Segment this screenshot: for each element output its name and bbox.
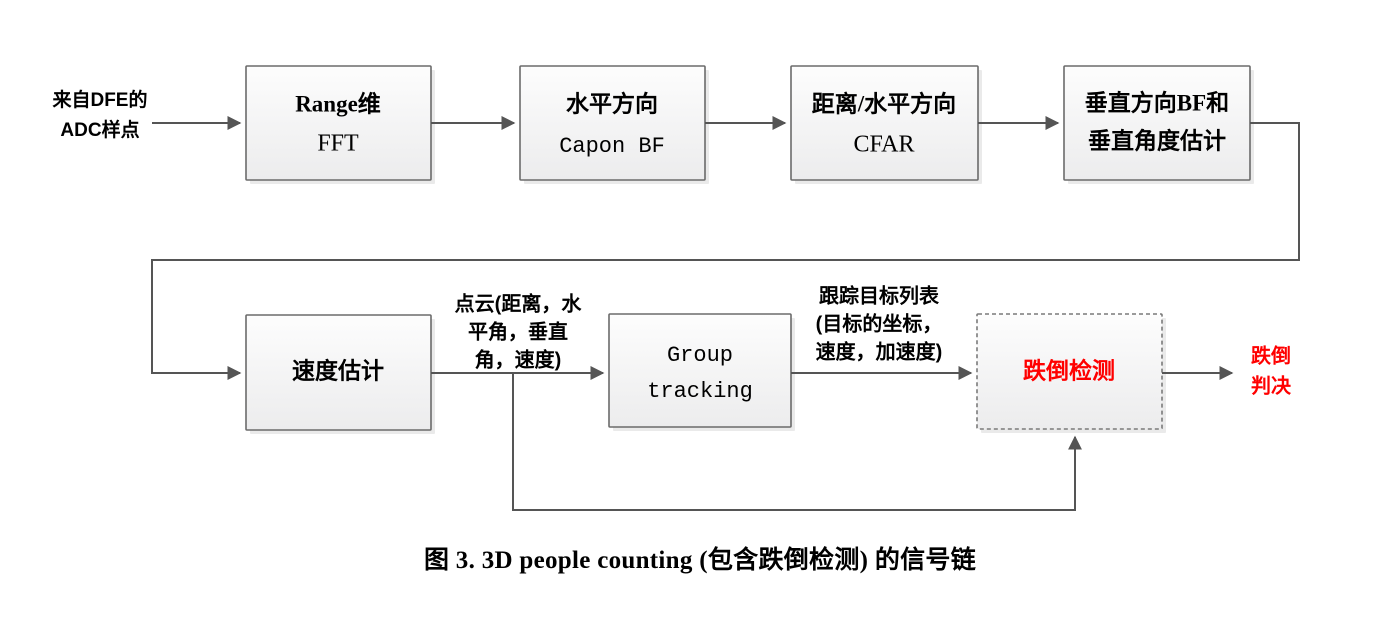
- output-fall-decision-label: 跌倒 判决: [1251, 343, 1292, 397]
- edge-label-track-list-line1: 跟踪目标列表: [819, 283, 940, 307]
- block-elevation-bf-label-line1: 垂直方向BF和: [1085, 89, 1229, 115]
- block-range-fft-label-line2: FFT: [317, 131, 359, 157]
- block-group-tracking-label-line1: Group: [667, 343, 733, 368]
- block-group-tracking[interactable]: Group tracking: [608, 313, 795, 431]
- block-range-azimuth-cfar-label-line2: CFAR: [854, 132, 915, 158]
- block-azimuth-capon-bf[interactable]: 水平方向 Capon BF: [519, 65, 709, 184]
- edge-label-point-cloud-line2: 平角，垂直: [468, 319, 568, 343]
- block-range-fft-rect[interactable]: [245, 65, 432, 181]
- edge-label-point-cloud-line3: 角，速度): [475, 347, 562, 371]
- input-adc-label: 来自DFE的 ADC样点: [52, 88, 147, 141]
- output-fall-decision-line2: 判决: [1251, 374, 1292, 397]
- block-range-azimuth-cfar-label-line1: 距离/水平方向: [812, 90, 956, 116]
- output-fall-decision-line1: 跌倒: [1251, 343, 1291, 367]
- block-fall-detection-label: 跌倒检测: [1023, 357, 1115, 383]
- block-fall-detection-rect[interactable]: [976, 313, 1163, 430]
- connector-point-cloud-branch-to-fall-detection: [512, 373, 1082, 511]
- block-elevation-bf[interactable]: 垂直方向BF和 垂直角度估计: [1063, 65, 1254, 184]
- input-adc-label-line1: 来自DFE的: [52, 88, 147, 111]
- block-azimuth-capon-bf-label-line2: Capon BF: [559, 134, 665, 159]
- figure-caption: 图 3. 3D people counting (包含跌倒检测) 的信号链: [423, 547, 977, 574]
- block-range-azimuth-cfar[interactable]: 距离/水平方向 CFAR: [790, 65, 982, 184]
- edge-label-track-list-line3: 速度，加速度): [816, 339, 943, 363]
- connector-elevation-to-doppler-wrap: [151, 122, 1300, 380]
- edge-label-point-cloud: 点云(距离，水 平角，垂直 角，速度): [455, 291, 583, 371]
- block-doppler-estimate-label: 速度估计: [292, 357, 384, 383]
- block-fall-detection[interactable]: 跌倒检测: [976, 313, 1166, 433]
- block-elevation-bf-label-line2: 垂直角度估计: [1088, 127, 1226, 153]
- edge-label-point-cloud-line1: 点云(距离，水: [455, 291, 583, 315]
- block-doppler-estimate[interactable]: 速度估计: [245, 314, 435, 434]
- block-group-tracking-label-line2: tracking: [647, 379, 753, 404]
- block-range-azimuth-cfar-rect[interactable]: [790, 65, 979, 181]
- block-elevation-bf-rect[interactable]: [1063, 65, 1251, 181]
- edge-label-track-list: 跟踪目标列表 (目标的坐标， 速度，加速度): [816, 283, 943, 363]
- input-adc-label-line2: ADC样点: [60, 118, 139, 141]
- block-range-fft-label-line1: Range维: [295, 90, 381, 116]
- block-range-fft[interactable]: Range维 FFT: [245, 65, 435, 184]
- block-azimuth-capon-bf-rect[interactable]: [519, 65, 706, 181]
- edge-label-track-list-line2: (目标的坐标，: [816, 311, 943, 335]
- block-azimuth-capon-bf-label-line1: 水平方向: [566, 90, 658, 116]
- block-group-tracking-rect[interactable]: [608, 313, 792, 428]
